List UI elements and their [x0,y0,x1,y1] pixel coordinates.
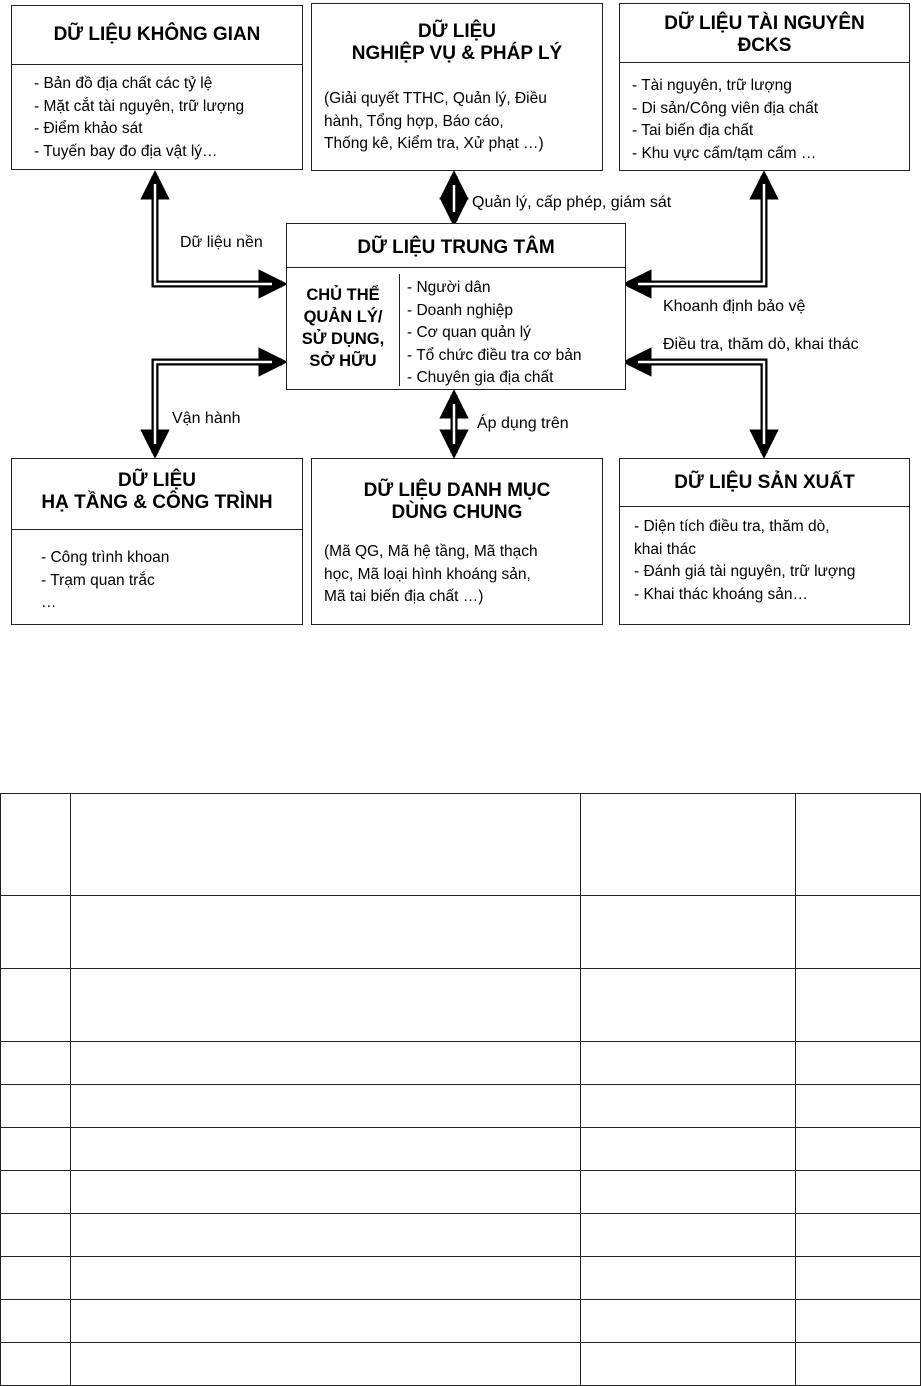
divider [620,506,909,507]
box-title: DỮ LIỆU TRUNG TÂM [357,237,555,258]
box-title: DỮ LIỆU KHÔNG GIAN [53,24,261,45]
table-cell [70,1170,581,1214]
box-du-lieu-ha-tang-cong-trinh: DỮ LIỆU HẠ TẦNG & CÔNG TRÌNH - Công trìn… [11,458,303,625]
divider [287,267,625,268]
arrow-trung-tam-ha-tang [140,347,288,459]
table-cell [70,1213,581,1257]
table-cell [70,1256,581,1300]
table-row [0,1256,921,1300]
table-row [0,1041,921,1085]
table-cell [0,968,71,1042]
table-row [0,968,921,1042]
subject-separator [399,274,400,386]
table-cell [580,1213,796,1257]
table-cell [580,1256,796,1300]
table-cell [795,1256,921,1300]
label-quan-ly-cap-phep: Quản lý, cấp phép, giám sát [472,194,672,211]
box-du-lieu-nghiep-vu-phap-ly: DỮ LIỆU NGHIỆP VỤ & PHÁP LÝ (Giải quyết … [311,3,603,171]
table-cell [795,1299,921,1343]
data-architecture-diagram: DỮ LIỆU KHÔNG GIAN - Bản đồ địa chất các… [0,0,921,640]
table-cell [580,1127,796,1171]
box-items: - Công trình khoan - Trạm quan trắc … [41,549,170,611]
box-items: - Tài nguyên, trữ lượng - Di sản/Công vi… [632,77,819,162]
box-items: - Bản đồ địa chất các tỷ lệ - Mặt cắt tà… [34,75,245,160]
subject-items: - Người dân - Doanh nghiệp - Cơ quan quả… [407,279,582,386]
table-cell [580,1041,796,1085]
table-cell [795,1342,921,1386]
arrow-khong-gian-trung-tam [140,170,288,299]
box-du-lieu-trung-tam: DỮ LIỆU TRUNG TÂM CHỦ THỂ QUẢN LÝ/ SỬ DỤ… [286,223,626,390]
divider [12,529,302,530]
box-title: DỮ LIỆU DANH MỤC DÙNG CHUNG [363,480,551,523]
empty-table [0,793,921,1386]
table-cell [580,1084,796,1128]
table-row [0,1170,921,1214]
divider [620,62,909,63]
table-cell [70,1084,581,1128]
table-cell [0,1041,71,1085]
table-cell [0,793,71,896]
subject-label: CHỦ THỂ QUẢN LÝ/ SỬ DỤNG, SỞ HỮU [301,286,385,370]
arrow-trung-tam-san-xuat [622,347,779,459]
box-du-lieu-tai-nguyen-dcks: DỮ LIỆU TÀI NGUYÊN ĐCKS - Tài nguyên, tr… [619,3,910,171]
table-row [0,793,921,896]
table-cell [70,968,581,1042]
table-cell [70,1127,581,1171]
table-row [0,1299,921,1343]
table-cell [580,968,796,1042]
table-cell [70,1299,581,1343]
table-cell [70,895,581,969]
label-khoanh-dinh-bao-ve: Khoanh định bảo vệ [663,298,806,315]
table-cell [580,895,796,969]
table-cell [0,1299,71,1343]
table-row [0,1213,921,1257]
arrow-tai-nguyen-trung-tam [622,170,779,299]
divider [12,64,302,65]
label-van-hanh: Vận hành [172,410,241,427]
table-cell [795,968,921,1042]
connector-arrows [140,170,779,459]
table-cell [70,1342,581,1386]
table-cell [0,1127,71,1171]
box-du-lieu-danh-muc-dung-chung: DỮ LIỆU DANH MỤC DÙNG CHUNG (Mã QG, Mã h… [311,458,603,625]
table-cell [795,895,921,969]
table-cell [580,1170,796,1214]
label-du-lieu-nen: Dữ liệu nền [180,234,263,251]
box-title: DỮ LIỆU TÀI NGUYÊN ĐCKS [664,13,865,56]
table-row [0,1084,921,1128]
table-cell [0,1256,71,1300]
table-cell [0,895,71,969]
table-cell [0,1084,71,1128]
table-cell [795,1084,921,1128]
table-cell [0,1170,71,1214]
table-cell [70,1041,581,1085]
table-cell [0,1213,71,1257]
box-title: DỮ LIỆU NGHIỆP VỤ & PHÁP LÝ [351,21,563,64]
table-cell [795,1127,921,1171]
label-ap-dung-tren: Áp dụng trên [477,415,569,432]
box-items: (Mã QG, Mã hệ tầng, Mã thạch học, Mã loạ… [324,543,538,605]
table-cell [580,1299,796,1343]
box-title: DỮ LIỆU HẠ TẦNG & CÔNG TRÌNH [41,470,273,513]
table-row [0,895,921,969]
label-dieu-tra-tham-do: Điều tra, thăm dò, khai thác [663,336,859,353]
box-title: DỮ LIỆU SẢN XUẤT [674,472,855,493]
table-cell [795,1170,921,1214]
table-cell [70,793,581,896]
table-cell [580,793,796,896]
box-du-lieu-san-xuat: DỮ LIỆU SẢN XUẤT - Diện tích điều tra, t… [619,458,910,625]
table-cell [795,1041,921,1085]
table-cell [795,793,921,896]
table-cell [580,1342,796,1386]
box-du-lieu-khong-gian: DỮ LIỆU KHÔNG GIAN - Bản đồ địa chất các… [11,5,303,170]
table-cell [0,1342,71,1386]
table-cell [795,1213,921,1257]
box-items: - Diện tích điều tra, thăm dò, khai thác… [634,518,856,603]
table-row [0,1127,921,1171]
table-row [0,1342,921,1386]
box-items: (Giải quyết TTHC, Quản lý, Điều hành, Tổ… [324,90,547,152]
